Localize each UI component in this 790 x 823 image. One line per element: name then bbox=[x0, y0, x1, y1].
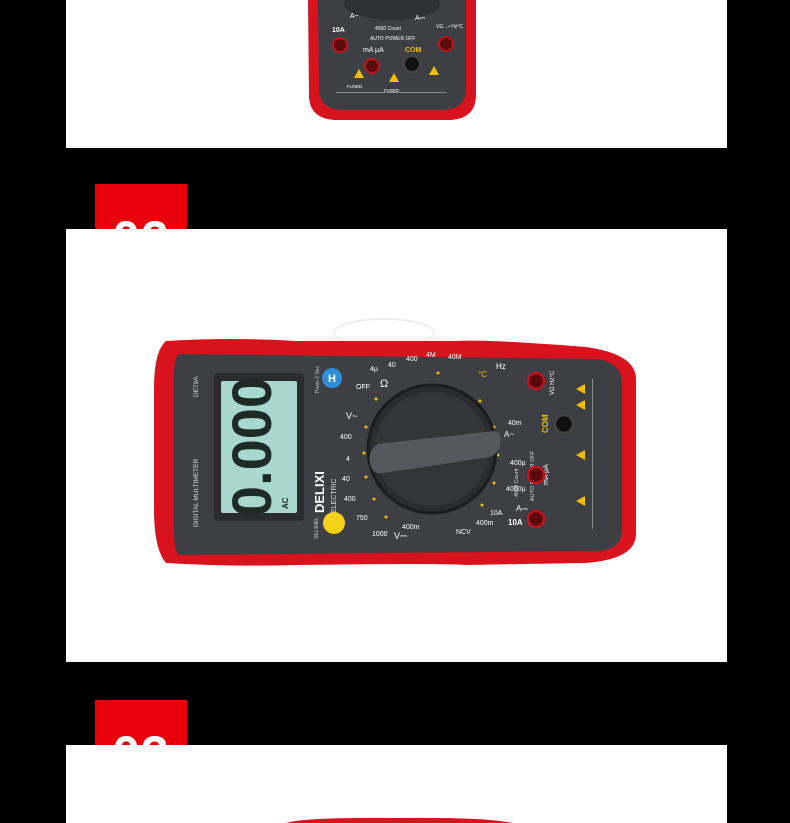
dial-label-4u: 4µ bbox=[370, 366, 378, 373]
symbol-celsius: °C bbox=[478, 370, 487, 379]
symbol-ncv: NCV bbox=[456, 529, 471, 536]
dial-label-40m: 40M bbox=[448, 354, 462, 361]
lcd-unit: V bbox=[232, 419, 238, 429]
dial-label-750: 750 bbox=[356, 515, 368, 522]
dial-label-40b: 40 bbox=[388, 362, 396, 369]
brand-label: DELIXI bbox=[312, 471, 327, 513]
top-v-label: VΩ→• Hz°C bbox=[436, 24, 463, 30]
top-mua-label: mA µA bbox=[363, 47, 384, 54]
multimeter-bottom-photo bbox=[286, 817, 512, 823]
symbol-v-ac: V~ bbox=[346, 411, 357, 421]
symbol-hz: Hz bbox=[496, 362, 506, 371]
count-label: 4000 Count bbox=[514, 468, 520, 497]
dial-label-400: 400 bbox=[340, 434, 352, 441]
dial-label-400m-b: 400m bbox=[476, 520, 494, 527]
press-sec-label: Press 2 Sec bbox=[315, 366, 321, 393]
top-a-label: A~ bbox=[350, 13, 359, 20]
title-side-label: DIGITAL MULTIMETER bbox=[193, 459, 200, 527]
product-panel-2: 0.000 V AC DIGITAL MULTIMETER DE79A DELI… bbox=[66, 229, 727, 662]
dial-label-4m: 4M bbox=[426, 352, 436, 359]
top-count-label: 4000 Count bbox=[375, 26, 401, 32]
dial-label-4: 4 bbox=[346, 456, 350, 463]
multimeter-main-photo: 0.000 V AC DIGITAL MULTIMETER DE79A DELI… bbox=[154, 318, 636, 566]
dial-label-40m-b: 40m bbox=[508, 420, 522, 427]
dial-label-400c: 400 bbox=[406, 356, 418, 363]
dial-label-400u: 400µ bbox=[510, 460, 526, 467]
jack-v-label: VΩ Hz°C bbox=[550, 370, 556, 395]
brand-sub-label: ELECTRIC bbox=[331, 478, 338, 513]
top-fused-1: FUSED bbox=[347, 84, 363, 89]
dial-label-1000: 1000 bbox=[372, 531, 388, 538]
jack-com-label: COM bbox=[541, 414, 550, 433]
jack-mua[interactable] bbox=[526, 465, 546, 485]
dial-label-400b: 400 bbox=[344, 496, 356, 503]
symbol-a-ac: A~ bbox=[504, 430, 514, 439]
product-panel-3 bbox=[66, 745, 727, 823]
top-com-label: COM bbox=[405, 47, 422, 54]
top-auto-label: AUTO POWER OFF bbox=[370, 36, 415, 42]
dial-label-off: OFF bbox=[356, 384, 370, 391]
lcd-reading: 0.000 bbox=[220, 377, 283, 517]
hold-button-label: H bbox=[328, 373, 336, 385]
top-10a-label: 10A bbox=[332, 27, 345, 34]
jack-10a[interactable] bbox=[526, 509, 546, 529]
jack-com[interactable] bbox=[553, 413, 575, 435]
select-button[interactable] bbox=[323, 512, 345, 534]
top-fused-2: FUSED bbox=[384, 88, 400, 93]
symbol-v-dc: V⎓ bbox=[394, 531, 407, 541]
dial-label-400m: 400m bbox=[402, 524, 420, 531]
symbol-ohm: Ω bbox=[380, 378, 388, 390]
product-panel-1: A~ 4000 Count AUTO POWER OFF A⎓ 10A mA µ… bbox=[66, 0, 727, 148]
dial-knob[interactable] bbox=[369, 431, 501, 474]
hold-button[interactable] bbox=[322, 368, 342, 388]
multimeter-top-photo: A~ 4000 Count AUTO POWER OFF A⎓ 10A mA µ… bbox=[308, 0, 476, 120]
jack-v[interactable] bbox=[526, 371, 546, 391]
select-button-label: SEL/INEL bbox=[314, 517, 320, 539]
model-label: DE79A bbox=[193, 376, 200, 397]
lcd-mode: AC bbox=[281, 497, 290, 509]
jack-mua-label: mA µA bbox=[543, 464, 550, 485]
dial-label-40: 40 bbox=[342, 476, 350, 483]
top-a-right-label: A⎓ bbox=[415, 15, 426, 22]
jack-10a-label: 10A bbox=[508, 518, 523, 527]
symbol-a-dc: A⎓ bbox=[516, 504, 528, 513]
dial-label-10a: 10A bbox=[490, 510, 503, 517]
dial-label-4000u: 4000µ bbox=[506, 486, 526, 493]
